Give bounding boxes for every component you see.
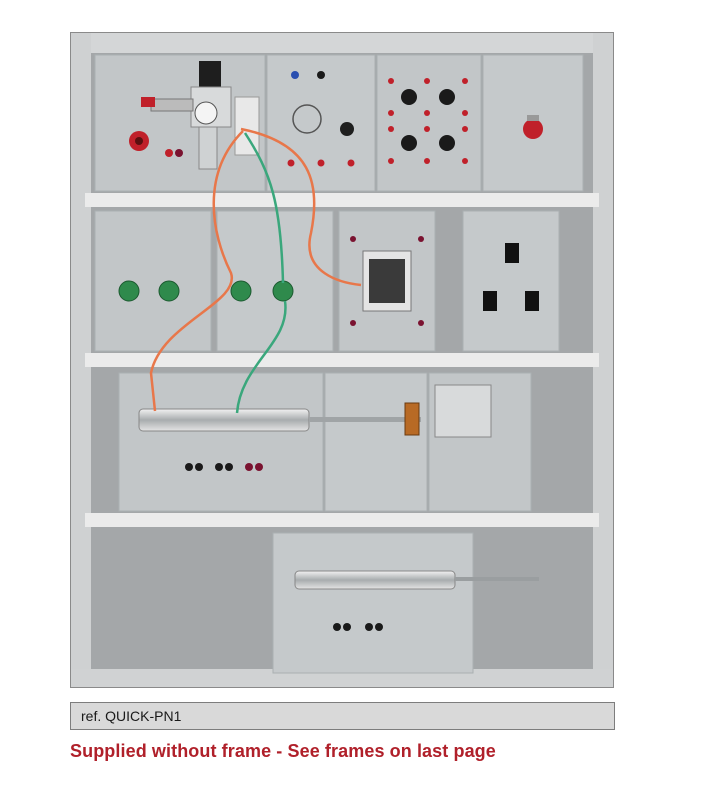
product-photo — [70, 32, 614, 688]
module-row-1 — [94, 54, 584, 192]
frame-top-rail — [71, 33, 613, 53]
module-row-3 — [118, 372, 532, 512]
module-row-2 — [94, 210, 560, 352]
training-panel-illustration — [71, 33, 613, 687]
pneumatic-tubes — [149, 127, 362, 414]
supply-note: Supplied without frame - See frames on l… — [70, 741, 496, 761]
shelf-rail — [85, 193, 599, 207]
reference-code: ref. QUICK-PN1 — [81, 708, 182, 724]
shelf-rail — [85, 513, 599, 527]
shelf-rail — [85, 353, 599, 367]
module-row-4 — [272, 532, 539, 674]
reference-bar: ref. QUICK-PN1 — [70, 702, 615, 730]
